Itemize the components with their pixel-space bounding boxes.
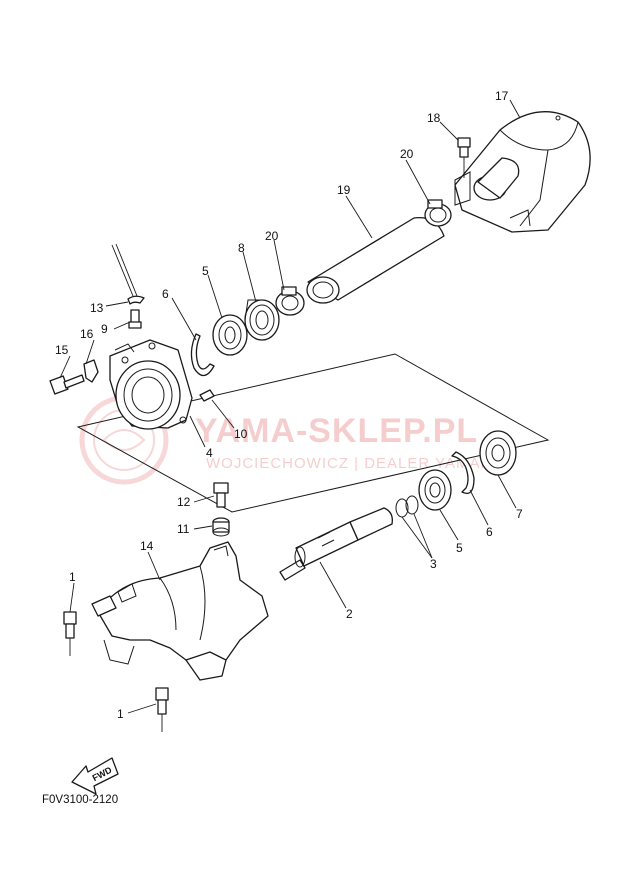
callout-6-upper: 6 <box>162 287 169 301</box>
part-6-circlip-upper <box>190 333 215 377</box>
part-5-bearing-lower <box>418 469 452 511</box>
callout-1-upper: 1 <box>69 570 76 584</box>
fwd-arrow: FWD <box>71 757 119 795</box>
part-20-clamp-upper <box>424 199 452 227</box>
callout-20-lower: 20 <box>265 229 279 243</box>
watermark: YAMA-SKLEP.PL WOJCIECHOWICZ | DEALER YAM… <box>79 395 502 485</box>
callout-11: 11 <box>177 522 190 536</box>
callout-14: 14 <box>140 539 154 553</box>
part-20-clamp-lower <box>275 286 305 316</box>
part-9-fitting <box>111 243 142 329</box>
callout-3: 3 <box>430 557 437 571</box>
callout-7: 7 <box>516 507 523 521</box>
part-14-bracket <box>91 541 269 681</box>
diagram-code: F0V3100-2120 <box>42 794 118 806</box>
callout-8: 8 <box>238 241 245 255</box>
part-19-hose <box>306 216 445 304</box>
callout-1-lower: 1 <box>117 707 124 721</box>
callout-5-upper: 5 <box>202 264 209 278</box>
callouts: 17 18 20 19 20 8 5 6 13 9 16 15 10 4 7 6… <box>55 89 523 721</box>
part-15-bolt <box>49 374 85 395</box>
part-4-housing <box>109 339 193 430</box>
watermark-main-text: YAMA-SKLEP.PL <box>195 412 478 450</box>
part-11-collar <box>212 517 230 537</box>
part-12-bolt <box>213 482 229 508</box>
part-3-o-rings <box>395 495 419 518</box>
part-7-bearing <box>479 430 517 476</box>
part-8-bearing <box>244 299 280 341</box>
part-16-plate <box>83 359 99 383</box>
callout-15: 15 <box>55 343 69 357</box>
callout-6-lower: 6 <box>486 525 493 539</box>
callout-9: 9 <box>101 322 108 336</box>
part-17-nozzle-cover <box>454 111 591 233</box>
leader-lines <box>59 99 521 714</box>
callout-5-lower: 5 <box>456 541 463 555</box>
part-1-bolt-bottom <box>155 687 169 732</box>
part-18-bolt <box>457 137 471 178</box>
callout-12: 12 <box>177 495 191 509</box>
callout-18: 18 <box>427 111 441 125</box>
part-6-circlip-lower <box>451 451 475 495</box>
callout-4: 4 <box>206 446 213 460</box>
group-frame <box>76 353 550 513</box>
part-10-pin <box>199 389 215 402</box>
callout-17: 17 <box>495 89 509 103</box>
callout-10: 10 <box>234 427 248 441</box>
part-5-bearing-upper <box>212 314 248 356</box>
callout-13: 13 <box>90 301 104 315</box>
callout-19: 19 <box>337 183 351 197</box>
part-1-bolt-left <box>63 611 77 656</box>
callout-2: 2 <box>346 607 353 621</box>
callout-20-upper: 20 <box>400 147 414 161</box>
callout-16: 16 <box>80 327 94 341</box>
part-2-shaft <box>279 507 393 581</box>
part-13-clip <box>127 295 145 305</box>
